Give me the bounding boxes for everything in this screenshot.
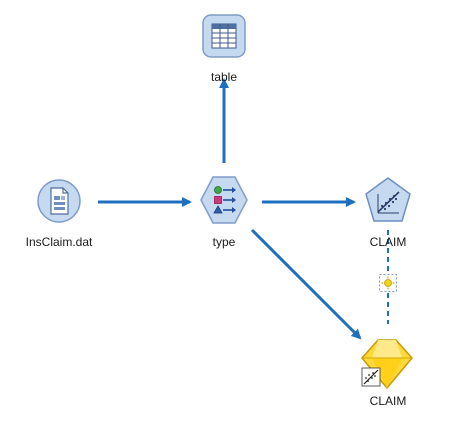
type-node[interactable] [199,175,249,225]
type-node-icon [199,175,249,225]
type-node-label: type [212,235,236,249]
claim-model-nugget[interactable] [358,336,416,392]
model-refresh-marker[interactable] [379,274,397,297]
claim-modeling-node-label: CLAIM [369,235,407,249]
table-node[interactable] [202,14,246,58]
claim-modeling-node[interactable] [364,176,412,224]
table-output-icon [202,14,246,58]
link-type-to-nugget[interactable] [250,228,362,340]
model-nugget-icon [358,336,416,392]
source-node[interactable] [36,178,82,224]
variable-file-source-icon [36,178,82,224]
table-node-label: table [210,70,238,84]
modeling-node-icon [364,176,412,224]
claim-model-nugget-label: CLAIM [369,394,407,408]
sun-refresh-icon [379,274,397,296]
source-node-label: InsClaim.dat [25,235,93,249]
